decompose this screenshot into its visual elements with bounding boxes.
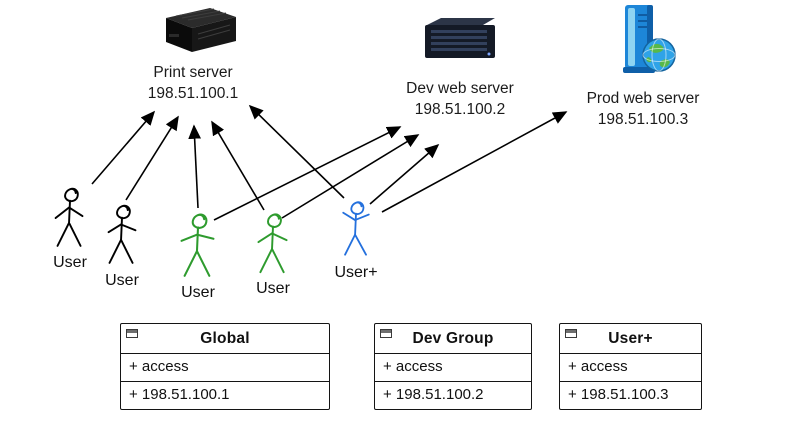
dev-web-server-label: Dev web server 198.51.100.2: [385, 78, 535, 120]
group-title: User+: [608, 329, 653, 347]
group-row: + 198.51.100.1: [121, 381, 329, 409]
class-shape-icon: [565, 329, 577, 338]
user-icon: [107, 204, 137, 264]
group-row: + 198.51.100.2: [375, 381, 531, 409]
server-name: Dev web server: [406, 80, 514, 97]
server-name: Prod web server: [586, 90, 700, 107]
access-arrow: [369, 143, 440, 205]
prod-web-server-icon: [623, 5, 676, 73]
print-server-label: Print server 198.51.100.1: [118, 62, 268, 104]
user-plus-label: User+: [334, 264, 378, 281]
access-arrow: [381, 111, 568, 213]
access-arrow: [91, 110, 156, 185]
server-ip: 198.51.100.1: [147, 85, 239, 102]
group-box-global: Global + access + 198.51.100.1: [120, 323, 330, 410]
server-ip: 198.51.100.2: [414, 101, 506, 118]
user-icon: [257, 213, 288, 274]
user-label: User: [256, 280, 290, 297]
group-title: Dev Group: [412, 329, 494, 347]
prod-web-server-label: Prod web server 198.51.100.3: [563, 88, 723, 130]
user-label: User: [105, 272, 139, 289]
group-row: + access: [560, 353, 701, 381]
user-label: User: [53, 254, 87, 271]
group-row: + access: [121, 353, 329, 381]
class-shape-icon: [380, 329, 392, 338]
group-box-header: Global: [121, 324, 329, 353]
class-shape-icon: [126, 329, 138, 338]
group-row: + 198.51.100.3: [560, 381, 701, 409]
group-box-user-plus: User+ + access + 198.51.100.3: [559, 323, 702, 410]
access-arrow: [188, 124, 202, 209]
group-title: Global: [200, 329, 250, 347]
server-ip: 198.51.100.3: [597, 111, 689, 128]
user-icon: [54, 187, 84, 247]
dev-web-server-icon: [425, 18, 495, 58]
user-plus-icon: [342, 201, 370, 256]
access-arrow: [248, 104, 345, 199]
group-box-dev-group: Dev Group + access + 198.51.100.2: [374, 323, 532, 410]
group-row: + access: [375, 353, 531, 381]
server-name: Print server: [153, 64, 233, 81]
user-icon: [180, 213, 215, 277]
group-box-header: Dev Group: [375, 324, 531, 353]
print-server-icon: [166, 8, 236, 52]
access-arrow: [125, 115, 179, 201]
access-arrow: [211, 120, 265, 211]
user-label: User: [181, 284, 215, 301]
group-box-header: User+: [560, 324, 701, 353]
